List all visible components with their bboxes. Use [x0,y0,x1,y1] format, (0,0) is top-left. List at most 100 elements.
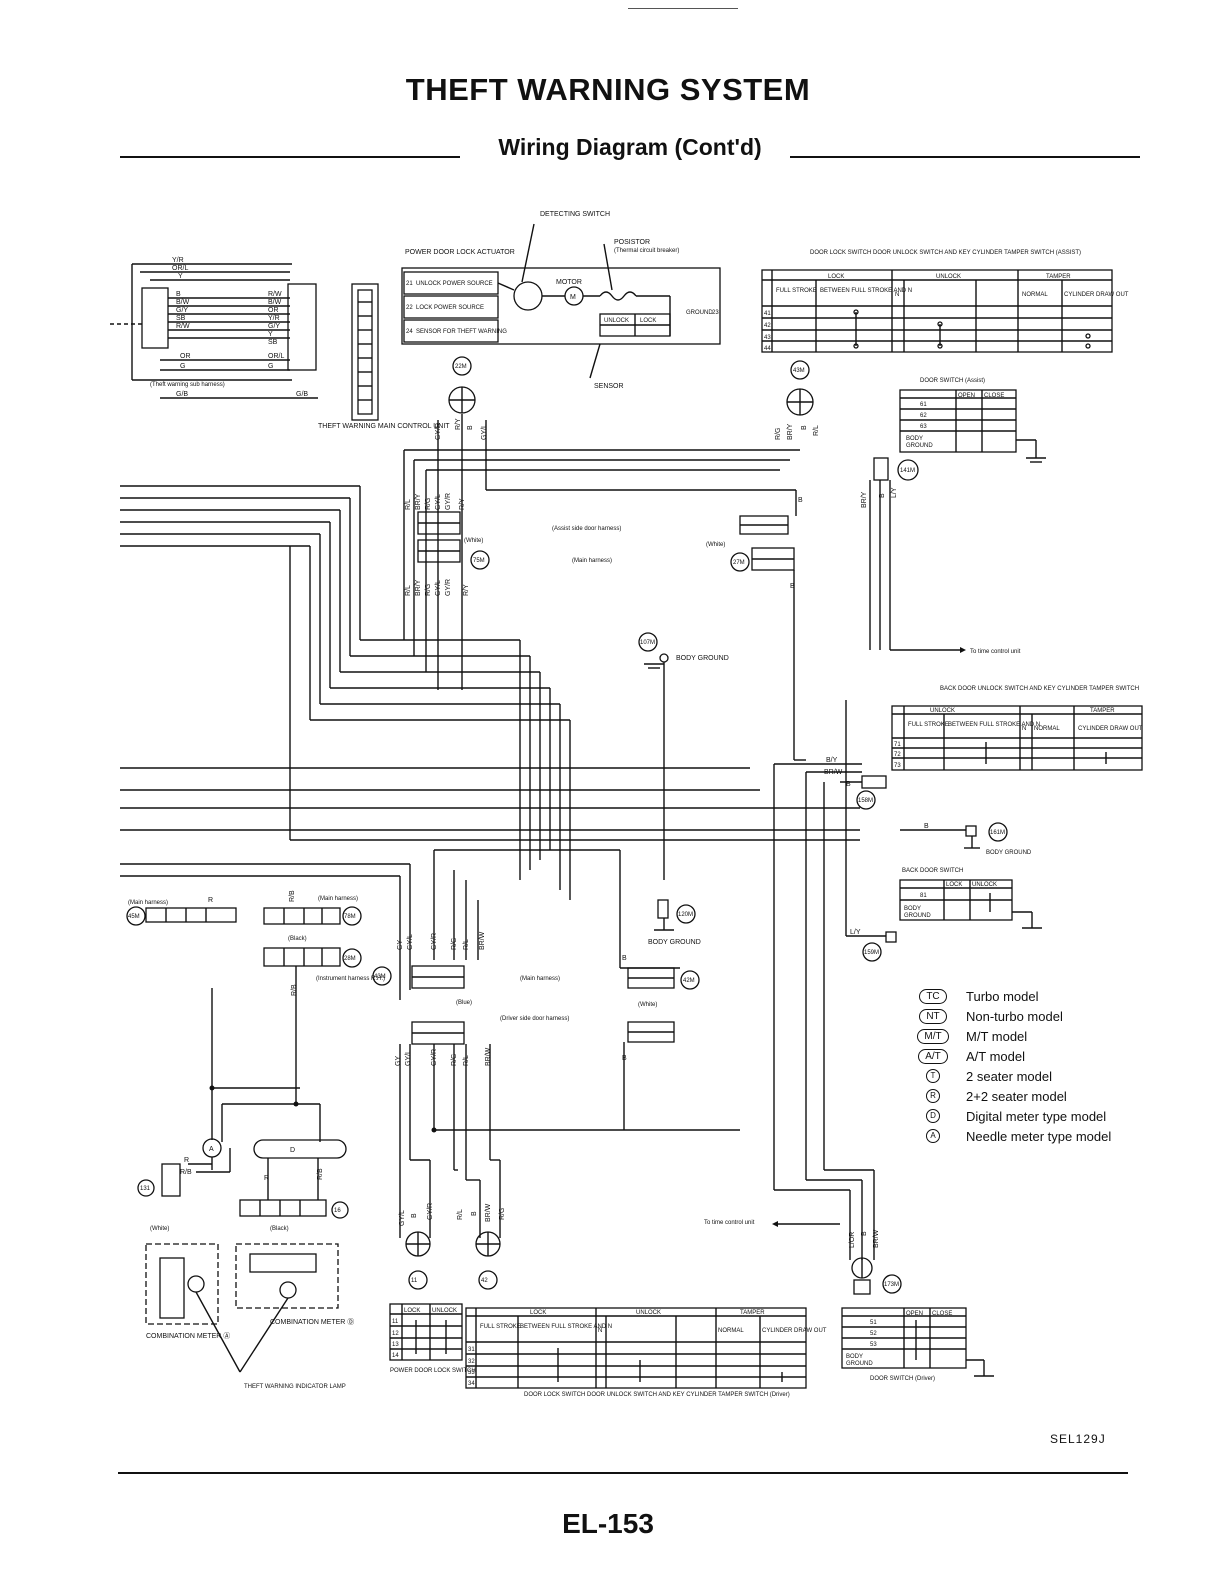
svg-text:42: 42 [481,1278,488,1284]
svg-text:11: 11 [411,1278,418,1284]
svg-text:42: 42 [764,323,771,329]
svg-text:Y: Y [178,273,183,280]
svg-text:OPEN: OPEN [958,393,975,399]
svg-text:BR/W: BR/W [479,931,486,950]
svg-text:12: 12 [392,1331,399,1337]
indicator-lamp-label: THEFT WARNING INDICATOR LAMP [244,1384,346,1390]
svg-text:GY/L: GY/L [435,580,442,596]
combination-meter-a: COMBINATION METER Ⓐ [146,1332,230,1340]
svg-text:G/B: G/B [176,391,188,398]
back-door-unlock-switch: BACK DOOR UNLOCK SWITCH AND KEY CYLINDER… [773,686,1143,1190]
svg-text:32: 32 [468,1359,475,1365]
svg-text:R: R [208,897,213,904]
svg-text:B: B [861,1231,868,1236]
legend-text: Needle meter type model [966,1128,1112,1144]
body-ground-161m: B 161M BODY GROUND [900,822,1032,856]
svg-text:NORMAL: NORMAL [1022,292,1048,298]
svg-text:159M: 159M [864,950,879,956]
svg-text:(Blue): (Blue) [456,1000,472,1006]
svg-text:R/B: R/B [317,1168,324,1180]
svg-text:(Black): (Black) [270,1226,289,1232]
svg-text:G/B: G/B [296,391,308,398]
svg-text:158M: 158M [858,798,873,804]
body-ground-label-2: BODY GROUND [986,850,1032,856]
svg-text:B: B [790,583,795,590]
svg-text:GROUND: GROUND [906,443,933,449]
back-door-switch: BACK DOOR SWITCH LOCK UNLOCK 81 BODY GRO… [845,700,1042,962]
svg-text:OPEN: OPEN [906,1311,923,1317]
non-turbo-symbol: NT [919,1008,947,1024]
body-ground-label-3: BODY GROUND [648,939,701,946]
svg-text:B/W: B/W [176,299,190,306]
subtitle-bar: Wiring Diagram (Cont'd) [120,134,1140,168]
svg-text:R/L: R/L [457,1209,464,1220]
two-plus-two-symbol: R [926,1089,940,1103]
svg-text:GY/L: GY/L [399,1210,406,1226]
driver-bottom-connectors: GY/L B GY/R R/L B BR/W R/G 11 42 [399,1203,506,1290]
body-ground-label-1: BODY GROUND [676,655,729,662]
page-number: EL-153 [562,1508,654,1539]
svg-text:OR: OR [180,353,191,360]
svg-text:GY/L: GY/L [435,494,442,510]
svg-text:24: 24 [406,329,413,335]
svg-text:141M: 141M [900,468,915,474]
svg-text:16: 16 [334,1208,341,1214]
svg-text:OR: OR [268,307,279,314]
main-harness-label-2: (Main harness) [520,976,560,982]
svg-text:44: 44 [764,346,771,352]
svg-text:52: 52 [870,1331,877,1337]
svg-text:(Main harness): (Main harness) [318,896,358,902]
svg-text:B: B [411,1213,418,1218]
svg-text:TAMPER: TAMPER [1090,708,1115,714]
page-title: THEFT WARNING SYSTEM [405,72,811,107]
svg-text:22M: 22M [455,364,467,370]
assist-connector: 43M R/G BR/Y B R/L [775,360,820,440]
combination-meter-d: COMBINATION METER Ⓓ [270,1318,354,1326]
svg-text:41: 41 [764,311,771,317]
svg-text:BODY: BODY [846,1354,863,1360]
driver-switch-label: DOOR LOCK SWITCH DOOR UNLOCK SWITCH AND … [524,1392,790,1398]
svg-text:R/Y: R/Y [463,584,470,596]
two-seater-symbol: T [926,1069,940,1083]
turbo-symbol: TC [919,988,947,1004]
svg-text:(Black): (Black) [288,936,307,942]
power-door-lock-switch-label: POWER DOOR LOCK SWITCH [390,1368,476,1374]
svg-text:23: 23 [712,310,719,316]
lower-left-connectors: (Main harness) 45M R 78M (Main harness) … [126,890,385,1142]
svg-text:43M: 43M [374,974,386,980]
svg-text:BR/W: BR/W [485,1203,492,1222]
body-ground-120m: 120M BODY GROUND 42M (White) B B [620,899,701,1130]
svg-text:31: 31 [468,1347,475,1353]
svg-text:73: 73 [894,763,901,769]
svg-text:LOCK: LOCK [530,1310,546,1316]
legend-text: Turbo model [966,988,1039,1004]
svg-text:R/L: R/L [405,499,412,510]
svg-text:173M: 173M [884,1282,899,1288]
svg-text:G: G [268,363,273,370]
svg-text:R: R [184,1157,189,1164]
svg-text:GY/L: GY/L [481,424,488,440]
combination-meters: COMBINATION METER Ⓐ COMBINATION METER Ⓓ … [145,1243,354,1390]
svg-text:R: R [264,1175,269,1182]
sub-harness-label: (Theft warning sub harness) [150,382,225,388]
svg-text:R/B: R/B [291,984,298,996]
svg-text:BR/Y: BR/Y [787,423,794,440]
svg-text:LOCK: LOCK [828,274,844,280]
svg-text:L/OR: L/OR [849,1232,856,1248]
svg-text:N: N [895,292,899,298]
svg-text:BR/Y: BR/Y [415,579,422,596]
svg-text:63: 63 [920,424,927,430]
svg-text:SB: SB [176,315,186,322]
svg-text:UNLOCK: UNLOCK [636,1310,661,1316]
legend-text: 2+2 seater model [966,1088,1067,1104]
svg-text:B: B [176,291,181,298]
back-door-unlock-label: BACK DOOR UNLOCK SWITCH AND KEY CYLINDER… [940,686,1139,692]
svg-text:OR/L: OR/L [268,353,284,360]
svg-text:(White): (White) [706,542,725,548]
svg-text:NORMAL: NORMAL [1034,726,1060,732]
svg-text:GROUND: GROUND [846,1361,873,1367]
svg-text:(White): (White) [464,538,483,544]
svg-text:43M: 43M [793,368,805,374]
svg-text:34: 34 [468,1381,475,1387]
